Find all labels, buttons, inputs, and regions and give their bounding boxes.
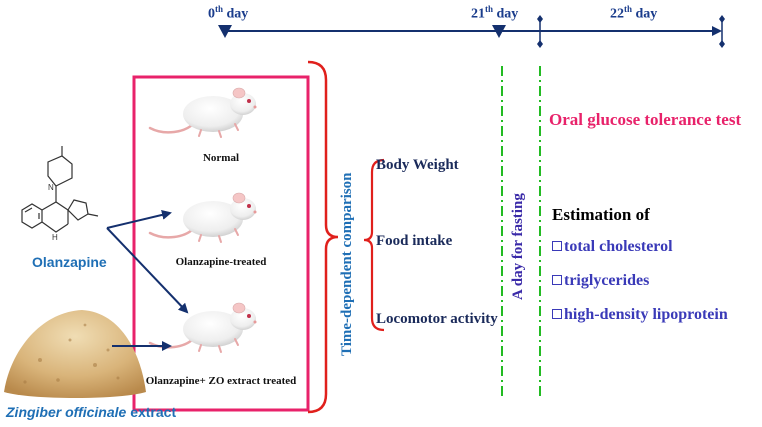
checkbox-square-icon xyxy=(552,241,562,251)
svg-text:H: H xyxy=(52,233,58,242)
comparison-label: Time-dependent comparison xyxy=(339,172,355,356)
rat-olanzapine-icon xyxy=(148,191,258,244)
ginger-powder-icon xyxy=(4,310,146,398)
parameters-brace xyxy=(363,158,385,332)
param-body-weight: Body Weight xyxy=(376,157,459,173)
rat-zo-extract-icon xyxy=(148,301,258,354)
estimation-item-triglycerides: triglycerides xyxy=(552,272,649,290)
group-label-normal: Normal xyxy=(202,152,240,164)
day21-label: 21th day xyxy=(471,4,519,22)
checkbox-square-icon xyxy=(552,275,562,285)
fasting-label: A day for fasting xyxy=(510,193,526,300)
day0-label: 0th day xyxy=(208,4,249,22)
day0-marker xyxy=(218,25,232,38)
checkbox-square-icon xyxy=(552,309,562,319)
olanzapine-structure-icon xyxy=(21,146,99,233)
estimation-item-cholesterol: total cholesterol xyxy=(552,238,673,256)
group-label-olanzapine: Olanzapine-treated xyxy=(175,256,267,268)
day21-marker xyxy=(492,25,506,38)
param-locomotor-activity: Locomotor activity xyxy=(376,311,498,327)
groups-brace xyxy=(307,60,339,414)
estimation-item-hdl: high-density lipoprotein xyxy=(552,306,728,324)
estimation-title: Estimation of xyxy=(552,205,650,224)
groups-box xyxy=(132,75,310,412)
olanzapine-label: Olanzapine xyxy=(32,254,107,270)
timeline xyxy=(218,15,725,48)
treatment-arrows xyxy=(106,209,189,351)
svg-text:N: N xyxy=(48,183,54,192)
ogtt-label: Oral glucose tolerance test xyxy=(549,110,742,129)
group-label-zo-extract: Olanzapine+ ZO extract treated xyxy=(145,375,297,387)
param-food-intake: Food intake xyxy=(376,233,453,249)
rat-normal-icon xyxy=(148,86,258,139)
extract-label: Zingiber officinale extract xyxy=(6,404,177,420)
day22-label: 22th day xyxy=(610,4,658,22)
